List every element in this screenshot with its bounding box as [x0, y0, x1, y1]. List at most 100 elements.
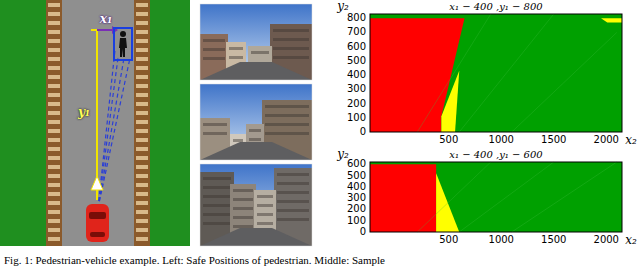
rail-tie: [48, 237, 60, 241]
tick-label: 1500: [541, 235, 566, 245]
photo-sky: [200, 84, 312, 160]
distance-label: y₁: [78, 106, 90, 118]
plot-region: [370, 164, 436, 232]
photo-road: [200, 142, 312, 160]
rail-tie: [136, 228, 148, 232]
tick-label: 500: [439, 135, 458, 145]
photo-window: [203, 123, 227, 126]
photo-window: [203, 39, 225, 42]
rail-strip: [134, 0, 150, 246]
rail-tie: [136, 93, 148, 97]
photo-window: [203, 204, 231, 207]
rail-tie: [136, 111, 148, 115]
tick-label: 800: [347, 13, 366, 23]
rail-tie: [48, 75, 60, 79]
tick-label: 600: [347, 159, 366, 169]
plot-faint-line: [459, 162, 554, 232]
tick-label: 700: [347, 27, 366, 37]
photo-window: [203, 132, 227, 135]
plot-faint-line: [459, 14, 554, 132]
photo-window: [257, 222, 273, 225]
photo-window: [265, 123, 309, 126]
photo-window: [229, 56, 243, 59]
photo-frame: [200, 84, 312, 160]
sight-line: [98, 58, 124, 208]
photo-window: [233, 198, 253, 201]
tick-label: 100: [347, 113, 366, 123]
rail-tie: [136, 138, 148, 142]
plot-region: [601, 18, 622, 22]
photo-window: [203, 222, 231, 225]
rail-tie: [136, 120, 148, 124]
rail-tie: [48, 30, 60, 34]
photo-window: [273, 47, 309, 50]
car-rear-window: [90, 232, 105, 237]
car-body: [86, 204, 109, 242]
tick-label: 0: [360, 227, 366, 237]
travel-arrowhead: [91, 176, 103, 190]
rail-tie: [48, 165, 60, 169]
rail-tie: [48, 93, 60, 97]
rail-tie: [136, 219, 148, 223]
figure-caption: Fig. 1: Pedestrian-vehicle example. Left…: [4, 255, 385, 266]
rail-tie: [48, 201, 60, 205]
rail-tie: [48, 3, 60, 7]
rail-tie: [48, 156, 60, 160]
photo-window: [277, 191, 309, 194]
tick-label: 600: [347, 42, 366, 52]
photo-window: [273, 29, 309, 32]
rail-tie: [136, 129, 148, 133]
tick-label: 200: [347, 99, 366, 109]
photo-window: [265, 105, 309, 108]
rail-tie: [48, 84, 60, 88]
car-windshield: [89, 212, 106, 219]
photo-window: [277, 218, 309, 221]
photo-window: [273, 38, 309, 41]
axis-label: y₂: [337, 0, 349, 12]
road: [62, 0, 134, 246]
photo-window: [257, 195, 273, 198]
axis-label: y₂: [337, 148, 349, 160]
rail-tie: [48, 57, 60, 61]
tick-label: 100: [347, 216, 366, 226]
photo-window: [203, 57, 225, 60]
rail-tie: [136, 147, 148, 151]
rail-strip: [46, 0, 62, 246]
plot-title: x₁ − 400 ,y₁ − 600: [449, 150, 542, 160]
offset-label: x₁: [100, 13, 112, 25]
rail-tie: [136, 39, 148, 43]
rail-tie: [136, 192, 148, 196]
plot-frame: [370, 14, 622, 132]
rail-tie: [136, 183, 148, 187]
rail-tie: [136, 21, 148, 25]
tick-label: 500: [347, 56, 366, 66]
street-photo: [200, 84, 312, 160]
grass: [0, 0, 190, 246]
pedestrian-body: [119, 38, 127, 57]
pedestrian-head: [120, 31, 126, 37]
axis-label: x₂: [625, 134, 637, 146]
rail-tie: [48, 12, 60, 16]
rail-tie: [48, 228, 60, 232]
rail-tie: [48, 129, 60, 133]
photo-window: [265, 114, 309, 117]
photo-window: [203, 177, 231, 180]
tick-label: 400: [347, 182, 366, 192]
street-photo: [200, 4, 312, 80]
rail-tie: [136, 12, 148, 16]
rail-tie: [136, 156, 148, 160]
rail-tie: [136, 66, 148, 70]
photo-window: [277, 173, 309, 176]
plot-faint-line: [417, 162, 491, 232]
plot-region: [436, 173, 459, 232]
photo-window: [203, 213, 231, 216]
plot-region: [370, 18, 465, 132]
pedestrian-box: [114, 28, 132, 60]
tick-label: 300: [347, 84, 366, 94]
photo-window: [249, 129, 261, 132]
rail-tie: [136, 174, 148, 178]
rail-tie: [48, 102, 60, 106]
photo-window: [233, 139, 243, 142]
safety-plot: [370, 14, 622, 132]
